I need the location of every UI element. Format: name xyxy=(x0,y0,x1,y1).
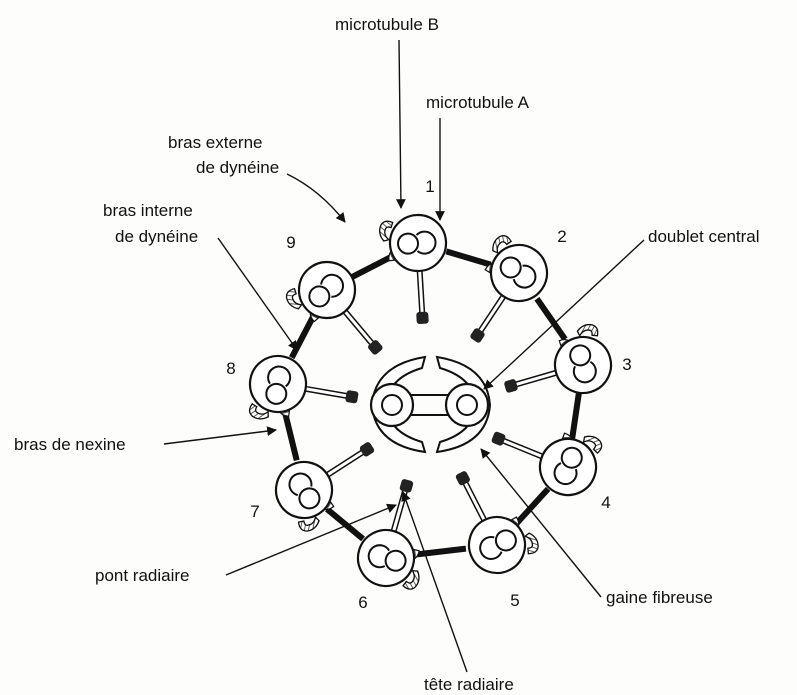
label-nexin-arm: bras de nexine xyxy=(14,435,126,454)
nexin-link xyxy=(327,509,363,539)
radial-spoke-core xyxy=(499,439,543,457)
doublet-number: 3 xyxy=(622,355,631,374)
doublet xyxy=(351,523,420,592)
label-inner-arm-1: bras interne xyxy=(103,201,193,220)
label-inner-arm-2: de dynéine xyxy=(115,227,198,246)
radial-spoke-core xyxy=(345,311,375,347)
doublet-number: 5 xyxy=(510,591,519,610)
label-central-doublet: doublet central xyxy=(648,227,760,246)
nexin-link xyxy=(517,489,548,523)
radial-spoke-core xyxy=(463,478,484,520)
radial-spoke-head xyxy=(345,390,359,404)
doublet xyxy=(480,234,558,312)
nexin-link xyxy=(572,394,579,439)
label-fibrous-sheath: gaine fibreuse xyxy=(606,588,713,607)
label-radial-head: tête radiaire xyxy=(424,675,514,694)
doublet-number: 1 xyxy=(425,177,434,196)
doublet-number: 2 xyxy=(557,227,566,246)
leader-outer-arm xyxy=(287,174,345,222)
nexin-link xyxy=(537,299,565,339)
doublet-number: 9 xyxy=(286,233,295,252)
labels: microtubule B microtubule A bras externe… xyxy=(14,15,760,694)
nexin-link xyxy=(292,316,314,357)
nexin-link xyxy=(352,256,392,277)
leader-nexin xyxy=(164,430,276,444)
peripheral-doublets xyxy=(246,213,618,592)
doublet-number: 7 xyxy=(250,502,259,521)
central-microtubule-right-lumen xyxy=(457,395,477,415)
doublet-number: 6 xyxy=(358,593,367,612)
label-outer-arm-1: bras externe xyxy=(168,133,263,152)
doublet-number: 8 xyxy=(226,359,235,378)
radial-spoke-core xyxy=(328,449,367,474)
leader-microtubule-b xyxy=(399,40,401,208)
label-outer-arm-2: de dynéine xyxy=(196,158,279,177)
central-apparatus xyxy=(371,357,490,452)
doublet xyxy=(265,451,342,528)
label-radial-bridge: pont radiaire xyxy=(95,566,190,585)
central-microtubule-left-lumen xyxy=(382,395,402,415)
radial-spoke-core xyxy=(394,486,407,531)
doublet xyxy=(288,251,367,330)
doublet xyxy=(388,213,447,272)
nexin-link xyxy=(446,251,490,264)
label-microtubule-a: microtubule A xyxy=(426,93,530,112)
radial-spoke-head xyxy=(504,378,519,393)
radial-spoke-head xyxy=(491,431,507,447)
doublet-number: 4 xyxy=(601,493,610,512)
microtubule-a xyxy=(397,233,418,254)
radial-spoke-core xyxy=(511,373,556,386)
radial-spoke-head xyxy=(416,312,429,325)
radial-spoke-head xyxy=(399,478,414,493)
radial-spoke-core xyxy=(478,296,504,335)
leader-inner-arm xyxy=(218,238,297,350)
nexin-link xyxy=(285,414,296,461)
label-microtubule-b: microtubule B xyxy=(335,15,439,34)
